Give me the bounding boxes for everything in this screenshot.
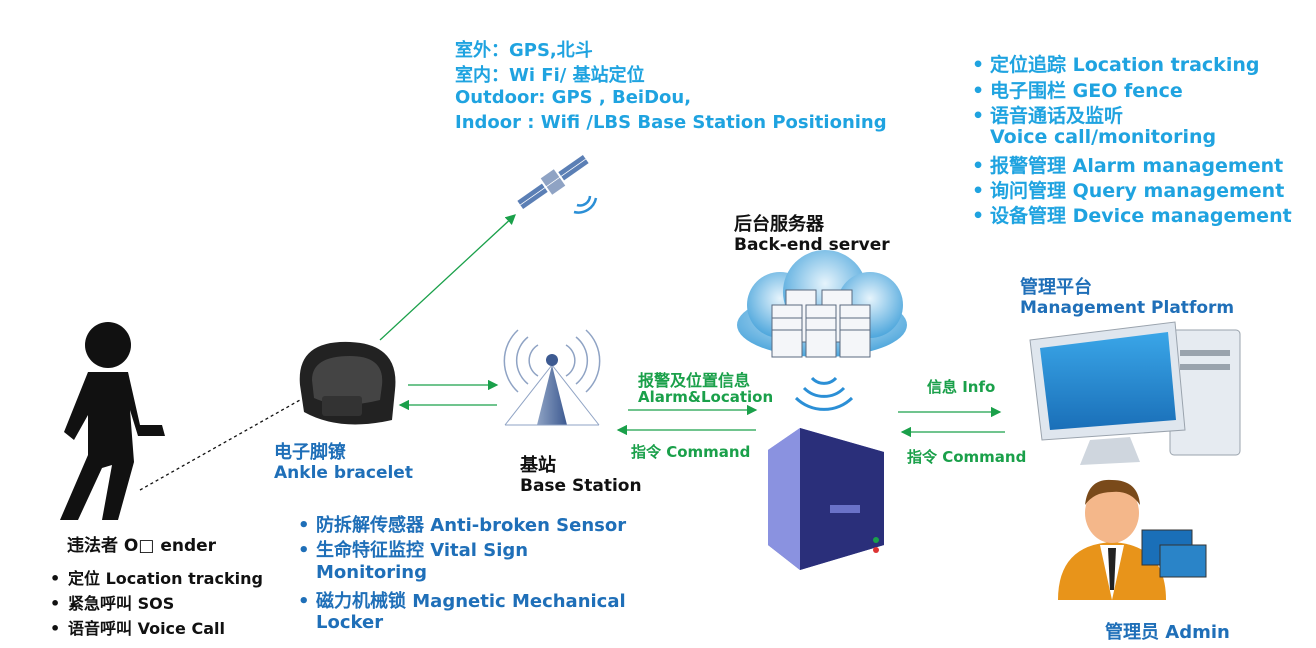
offender-title: 违法者 O□ ender: [67, 536, 217, 556]
server-label-en: Back-end server: [734, 235, 890, 255]
offender-feature-item: •语音呼叫 Voice Call: [50, 619, 225, 638]
satellite-icon: [517, 154, 589, 210]
bracelet-feature-item: •磁力机械锁 Magnetic Mechanical: [298, 591, 626, 612]
offender-feature-item: •定位 Location tracking: [50, 569, 263, 588]
bracelet-feature-item: Locker: [316, 612, 384, 633]
admin-person-icon: [1058, 479, 1207, 600]
server-feature-item: •定位追踪 Location tracking: [972, 54, 1260, 76]
server-feature-item: •设备管理 Device management: [972, 205, 1292, 227]
ankle-bracelet-icon: [299, 341, 396, 425]
satellite-text-line1: 室外：GPS,北斗: [455, 40, 593, 61]
cloud-server-icon: [737, 250, 907, 358]
offender-figure-icon: [60, 322, 165, 520]
info-link-label: 信息 Info: [927, 378, 996, 396]
bracelet-feature-item: •防拆解传感器 Anti-broken Sensor: [298, 515, 627, 536]
satellite-text-line4: Indoor : Wifi /LBS Base Station Position…: [455, 112, 887, 133]
server-feature-item: •语音通话及监听: [972, 105, 1124, 127]
bracelet-label-en: Ankle bracelet: [274, 463, 413, 483]
command-link-label-1: 指令 Command: [631, 443, 751, 461]
alarm-link-label-cn: 报警及位置信息: [638, 371, 751, 390]
offender-feature-item: •紧急呼叫 SOS: [50, 594, 175, 613]
admin-label: 管理员 Admin: [1105, 622, 1230, 643]
base-station-tower-icon: [503, 329, 601, 426]
bracelet-feature-item: Monitoring: [316, 562, 427, 583]
base-station-label-en: Base Station: [520, 476, 642, 496]
alarm-link-label-en: Alarm&Location: [638, 388, 774, 406]
platform-label-en: Management Platform: [1020, 298, 1235, 318]
bracelet-feature-item: •生命特征监控 Vital Sign: [298, 540, 529, 561]
server-feature-item: •电子围栏 GEO fence: [972, 80, 1183, 102]
platform-label-cn: 管理平台: [1020, 277, 1092, 298]
server-feature-item: •询问管理 Query management: [972, 180, 1285, 202]
command-link-label-2: 指令 Command: [907, 448, 1027, 466]
pc-tower-icon: [768, 428, 884, 570]
tether-dashed-line: [139, 399, 301, 491]
satellite-text-line3: Outdoor: GPS , BeiDou,: [455, 87, 692, 108]
server-label-cn: 后台服务器: [734, 214, 824, 235]
wireless-signal-icon: [794, 376, 854, 411]
satellite-text-line2: 室内：Wi Fi/ 基站定位: [455, 65, 645, 86]
management-computer-icon: [1029, 321, 1241, 465]
server-feature-item: Voice call/monitoring: [990, 126, 1217, 148]
bracelet-label-cn: 电子脚镣: [274, 442, 346, 463]
server-feature-item: •报警管理 Alarm management: [972, 155, 1284, 177]
base-station-label-cn: 基站: [520, 455, 556, 476]
satellite-signal-icon: [573, 195, 598, 214]
